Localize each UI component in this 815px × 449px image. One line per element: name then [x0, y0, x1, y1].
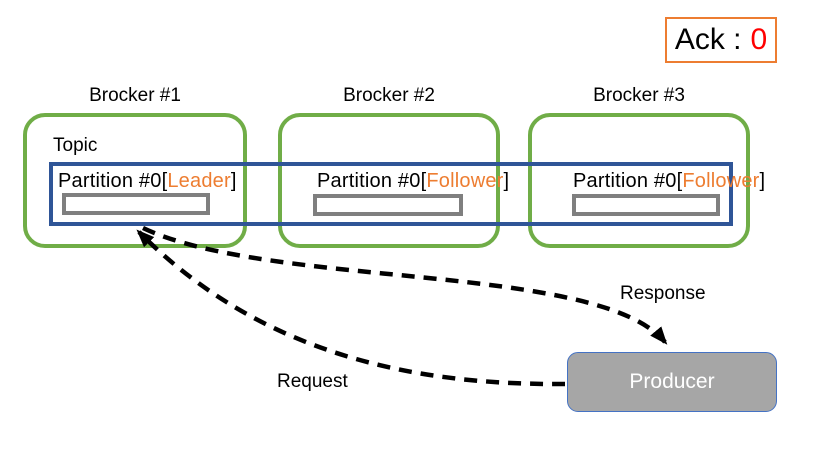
partition-2-slot: [313, 194, 463, 216]
partition-3-name: Partition #0: [573, 170, 677, 192]
request-arrow: [136, 229, 566, 387]
bracket: [: [420, 170, 427, 192]
ack-value: 0: [750, 23, 768, 56]
bracket: ]: [759, 170, 766, 192]
partition-1-label: Partition #0[Leader]: [58, 170, 237, 193]
request-label: Request: [277, 371, 348, 392]
bracket: ]: [230, 170, 237, 192]
ack-label: Ack :: [674, 23, 742, 56]
broker-3-title: Brocker #3: [593, 85, 685, 106]
partition-2-label: Partition #0[Follower]: [317, 170, 509, 193]
producer-box: Producer: [567, 352, 777, 412]
producer-label: Producer: [629, 370, 715, 393]
bracket: [: [676, 170, 683, 192]
ack-box: Ack : 0: [665, 17, 777, 63]
topic-box: [49, 162, 733, 226]
topic-label: Topic: [53, 135, 98, 156]
partition-1-slot: [62, 193, 210, 215]
partition-2-role: Follower: [426, 170, 504, 192]
bracket: [: [161, 170, 168, 192]
response-label: Response: [620, 283, 706, 304]
broker-1-title: Brocker #1: [89, 85, 181, 106]
partition-3-label: Partition #0[Follower]: [573, 170, 765, 193]
bracket: ]: [503, 170, 510, 192]
broker-1-box: [23, 113, 247, 248]
partition-1-name: Partition #0: [58, 170, 162, 192]
partition-1-role: Leader: [167, 170, 231, 192]
broker-2-title: Brocker #2: [343, 85, 435, 106]
partition-3-slot: [572, 194, 720, 216]
partition-2-name: Partition #0: [317, 170, 421, 192]
partition-3-role: Follower: [682, 170, 760, 192]
